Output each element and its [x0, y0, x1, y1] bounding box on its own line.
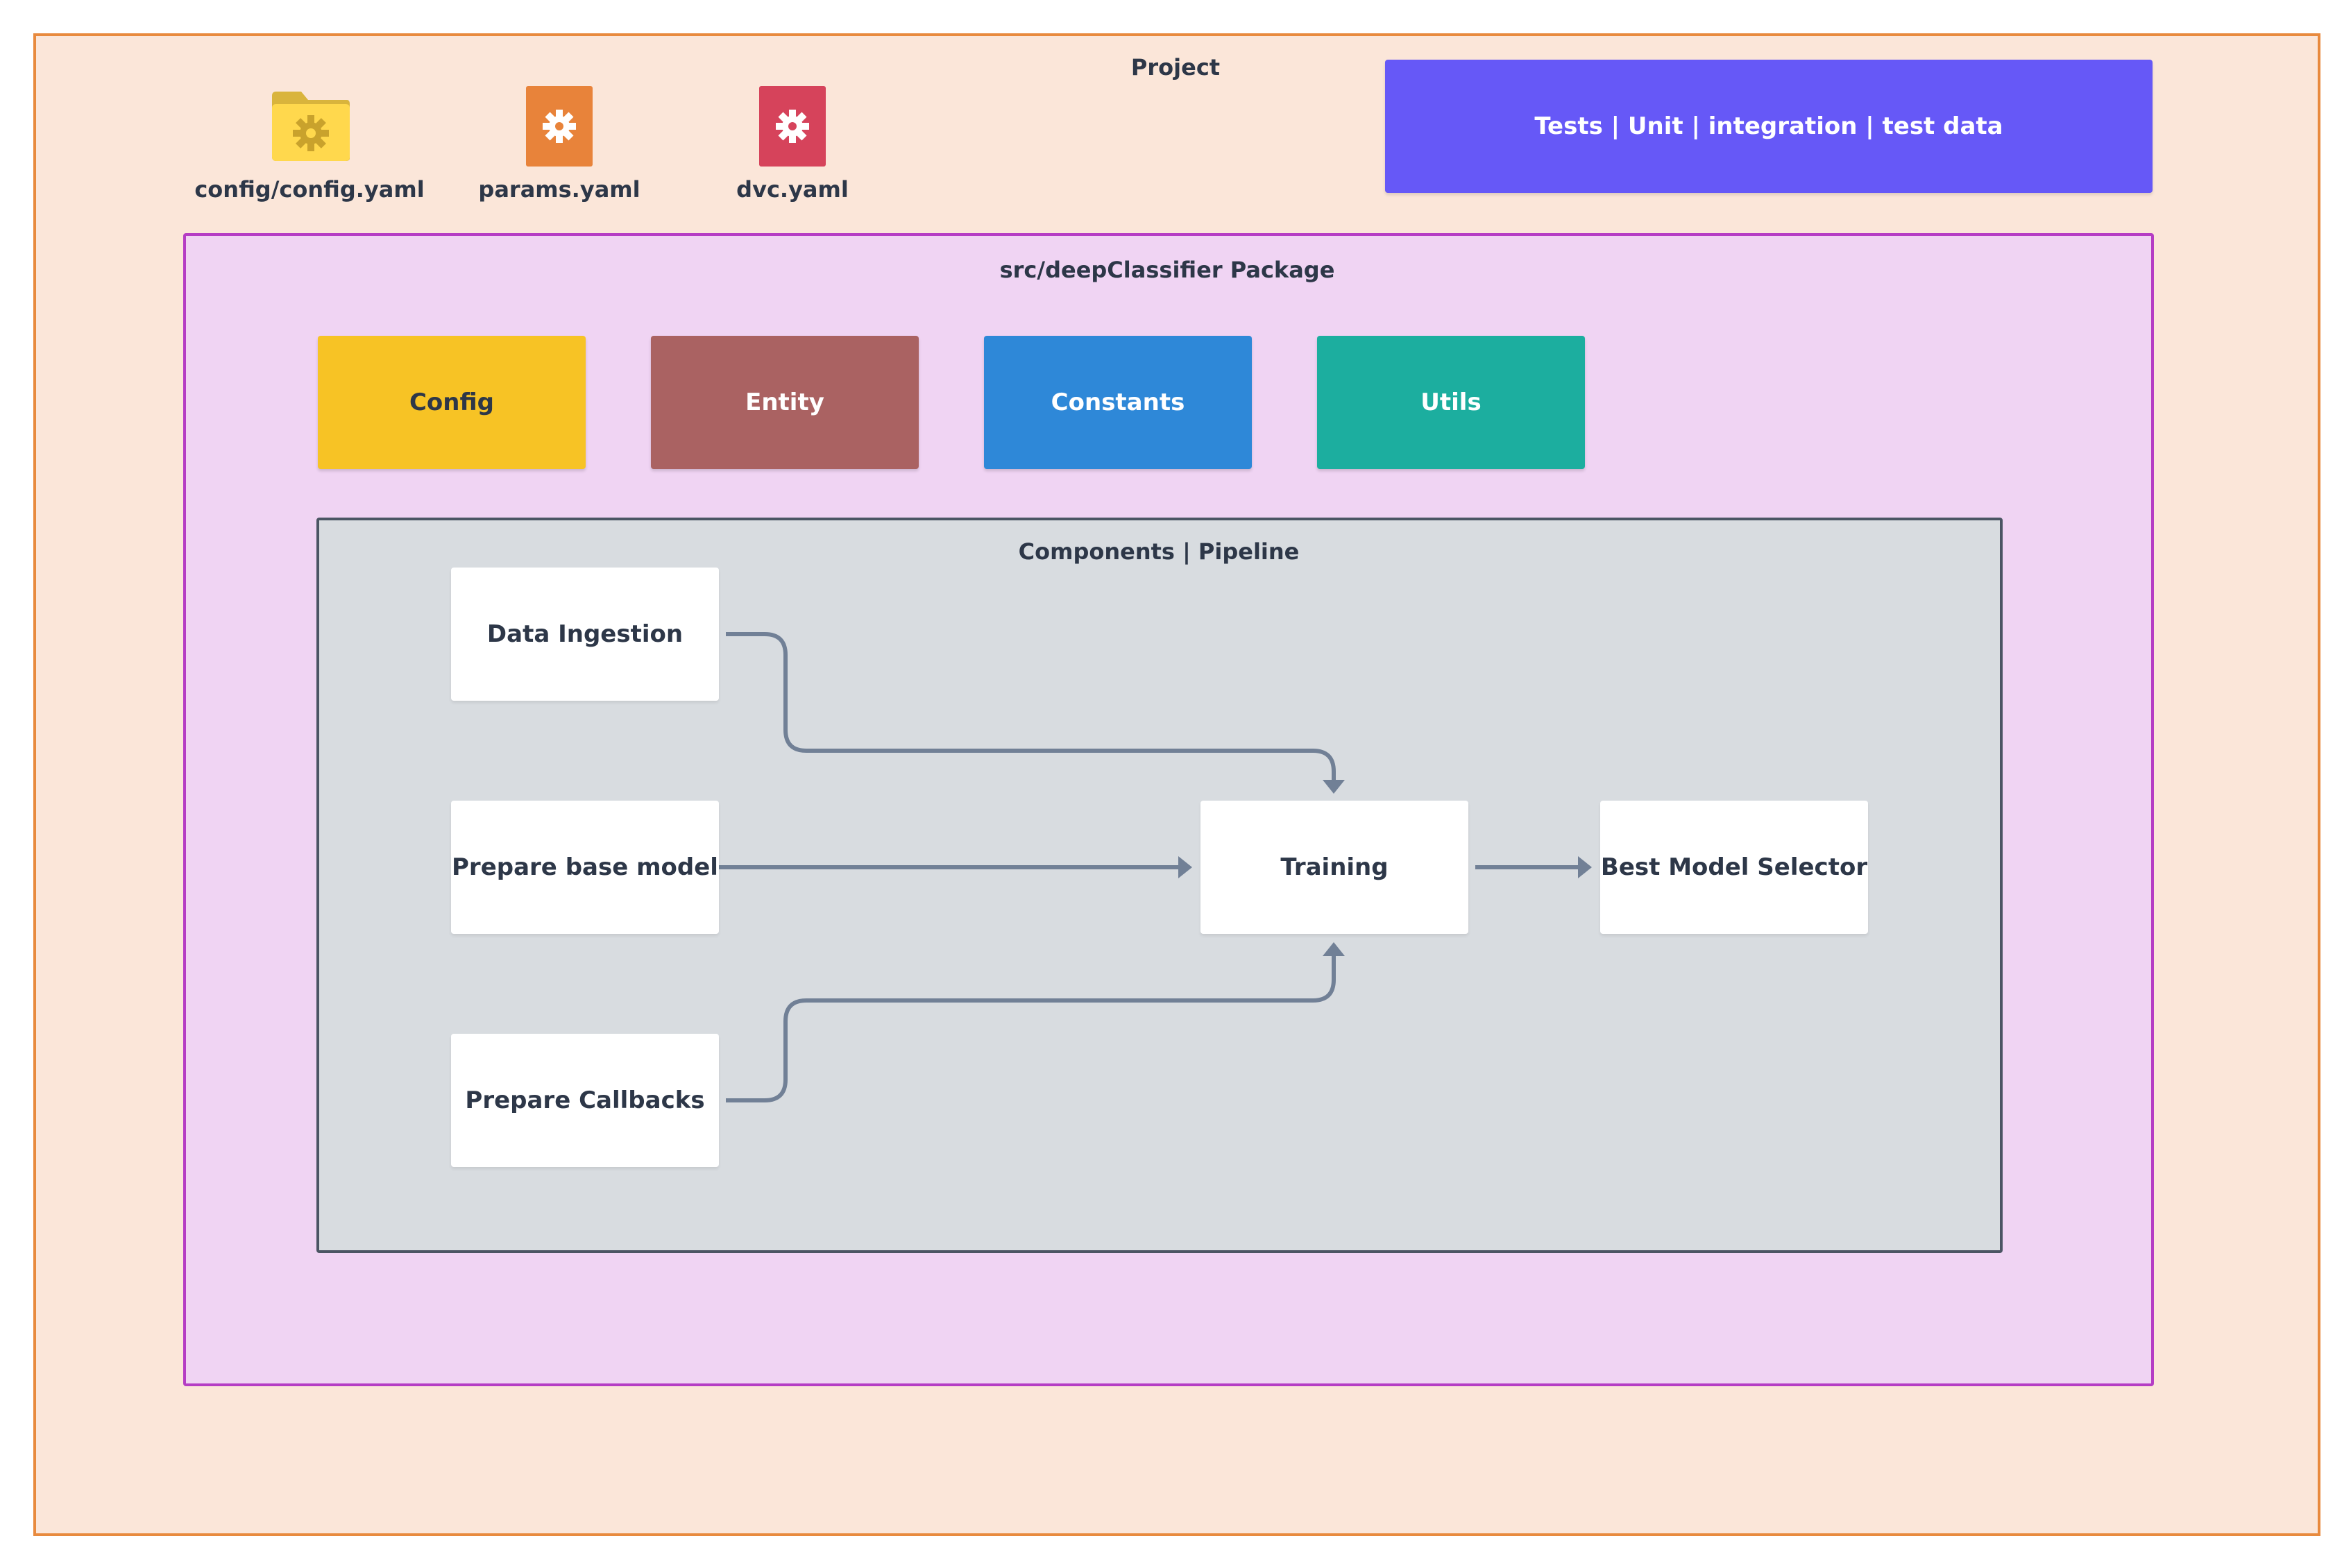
project-title: Project — [1130, 54, 1221, 80]
prepare-base-model-label: Prepare base model — [452, 853, 718, 881]
components-title: Components | Pipeline — [1018, 538, 1300, 565]
dvc-file-label: dvc.yaml — [736, 176, 849, 203]
utils-module[interactable]: Utils — [1317, 336, 1585, 469]
prepare-callbacks-label: Prepare Callbacks — [465, 1086, 705, 1114]
params-file-label: params.yaml — [478, 176, 640, 203]
data-ingestion-label: Data Ingestion — [486, 620, 684, 648]
arrowhead-best-model — [1578, 856, 1592, 878]
params-gear-icon[interactable] — [526, 86, 593, 167]
constants-module[interactable]: Constants — [984, 336, 1252, 469]
tests-label: Tests | Unit | integration | test data — [1534, 112, 2003, 140]
constants-module-label: Constants — [1051, 389, 1185, 416]
dvc-gear-icon[interactable] — [759, 86, 826, 167]
config-file-label: config/config.yaml — [194, 176, 425, 203]
tests-box[interactable]: Tests | Unit | integration | test data — [1385, 60, 2153, 193]
prepare-callbacks-node[interactable]: Prepare Callbacks — [451, 1034, 719, 1167]
edge-prepare-callbacks-to-training — [726, 953, 1336, 1102]
best-model-selector-label: Best Model Selector — [1600, 853, 1868, 881]
utils-module-label: Utils — [1420, 389, 1482, 416]
entity-module[interactable]: Entity — [651, 336, 919, 469]
arrowhead-training-bottom — [1323, 942, 1345, 956]
folder-gear-icon[interactable] — [269, 90, 351, 162]
edge-data-ingestion-to-training — [726, 632, 1336, 787]
training-node[interactable]: Training — [1200, 801, 1468, 934]
entity-module-label: Entity — [745, 389, 824, 416]
best-model-selector-node[interactable]: Best Model Selector — [1600, 801, 1868, 934]
config-module[interactable]: Config — [318, 336, 586, 469]
arrowhead-training-left — [1178, 856, 1192, 878]
package-title: src/deepClassifier Package — [999, 257, 1335, 283]
arrowhead-training-top — [1323, 780, 1345, 794]
training-label: Training — [1280, 853, 1389, 881]
prepare-base-model-node[interactable]: Prepare base model — [451, 801, 719, 934]
data-ingestion-node[interactable]: Data Ingestion — [451, 568, 719, 701]
config-module-label: Config — [409, 389, 495, 416]
